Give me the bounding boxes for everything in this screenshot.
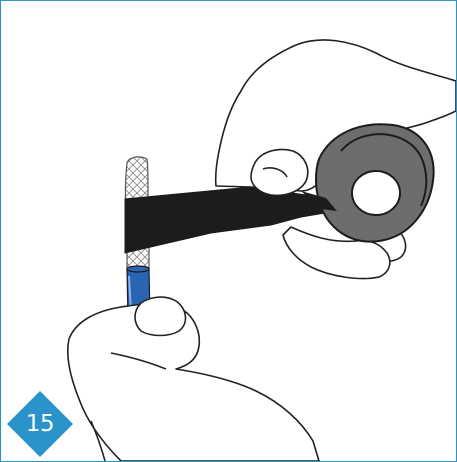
lower-hand [68, 297, 319, 461]
step-badge: 15 [7, 391, 73, 457]
step-number: 15 [7, 391, 73, 457]
